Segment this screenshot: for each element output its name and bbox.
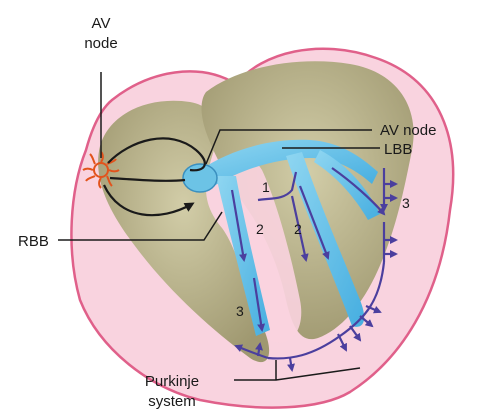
purkinje-label-line2: system xyxy=(148,393,196,410)
step-1-marker: 1 xyxy=(262,179,270,195)
step-2-left-marker: 2 xyxy=(256,221,264,237)
lbb-label: LBB xyxy=(384,141,412,158)
av-node xyxy=(183,164,217,192)
purkinje-label-line1: Purkinje xyxy=(145,373,199,390)
step-3-left-marker: 3 xyxy=(236,303,244,319)
sa-node-label-line1: AV xyxy=(92,15,111,32)
step-2-right-marker: 2 xyxy=(294,221,302,237)
sa-node-label-line2: node xyxy=(84,35,117,52)
av-node-label: AV node xyxy=(380,122,436,139)
step-3-right-marker: 3 xyxy=(402,195,410,211)
rbb-label: RBB xyxy=(18,233,49,250)
